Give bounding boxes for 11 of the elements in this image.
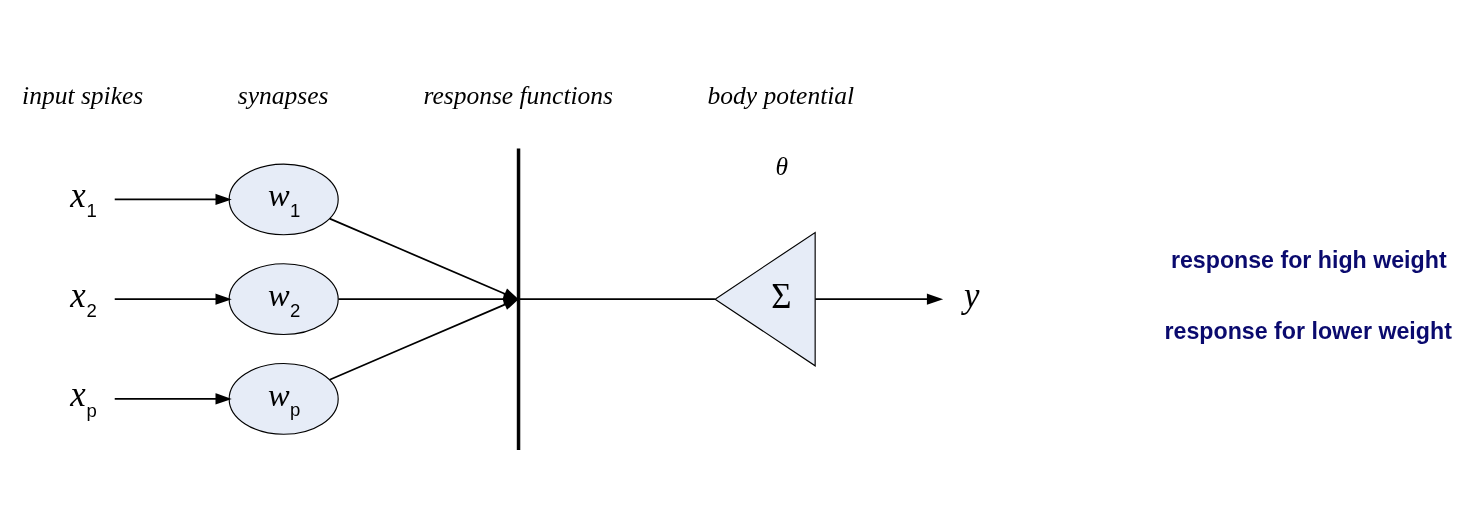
label: response for high weight <box>1170 246 1447 273</box>
node-text: x$_{1}$ <box>70 175 97 221</box>
label: input spikes <box>22 80 144 110</box>
node-text: x$_{p}$ <box>70 374 97 421</box>
label: θ <box>775 151 788 181</box>
label: response for lower weight <box>1164 317 1452 344</box>
label: response functions <box>423 80 614 110</box>
node-text: y <box>963 275 980 315</box>
label: body potential <box>707 80 855 110</box>
node-text: x$_{2}$ <box>70 275 97 321</box>
label: synapses <box>237 80 329 110</box>
